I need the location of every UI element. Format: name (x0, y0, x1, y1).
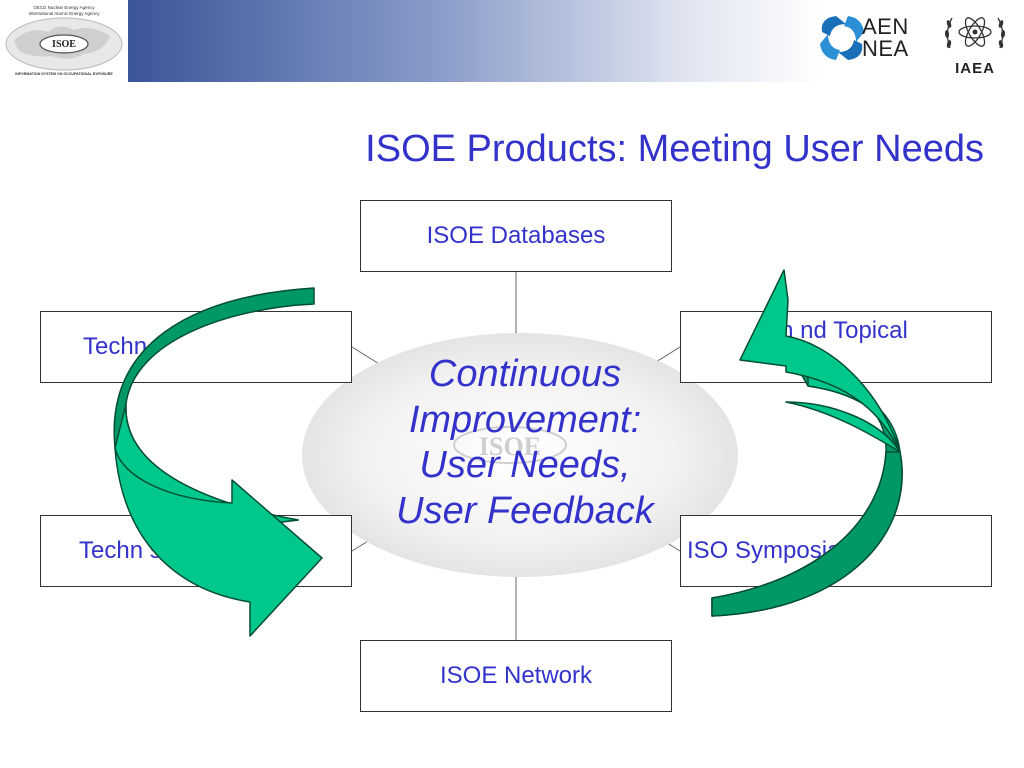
nea-text-nea: NEA (862, 36, 909, 61)
center-line-3: User Needs, (419, 444, 631, 487)
box-isoe-databases: ISOE Databases (360, 200, 672, 272)
left-curved-arrow (113, 287, 323, 637)
iaea-text: IAEA (955, 60, 995, 77)
nea-ring-icon (820, 16, 864, 60)
logo-wordmark: ISOE (52, 39, 76, 50)
isoe-logo: OECD Nuclear Energy Agency International… (0, 0, 128, 82)
world-map-icon (5, 17, 123, 71)
slide-title: ISOE Products: Meeting User Needs (365, 128, 984, 170)
iaea-atom-icon (944, 17, 1006, 49)
logo-footer-text: INFORMATION SYSTEM ON OCCUPATIONAL EXPOS… (15, 72, 113, 76)
center-line-4: User Feedback (396, 489, 654, 532)
center-watermark-ring (453, 426, 567, 464)
header-gradient-band (128, 0, 822, 82)
center-cloud-ellipse (302, 333, 738, 577)
logo-agency-line1: OECD Nuclear Energy Agency (33, 5, 95, 10)
logo-agency-line2: International Atomic Energy Agency (28, 11, 100, 16)
center-line-1: Continuous (428, 353, 622, 395)
slide-header: OECD Nuclear Energy Agency International… (0, 0, 1024, 82)
center-line-2: Improvement: (408, 398, 642, 441)
center-watermark-text: ISOE (479, 432, 541, 461)
box-isoe-network: ISOE Network (360, 640, 672, 712)
nea-text-aen: AEN (862, 14, 909, 39)
center-text: Continuous Improvement: User Needs, User… (350, 352, 700, 534)
right-curved-arrow (711, 269, 903, 617)
